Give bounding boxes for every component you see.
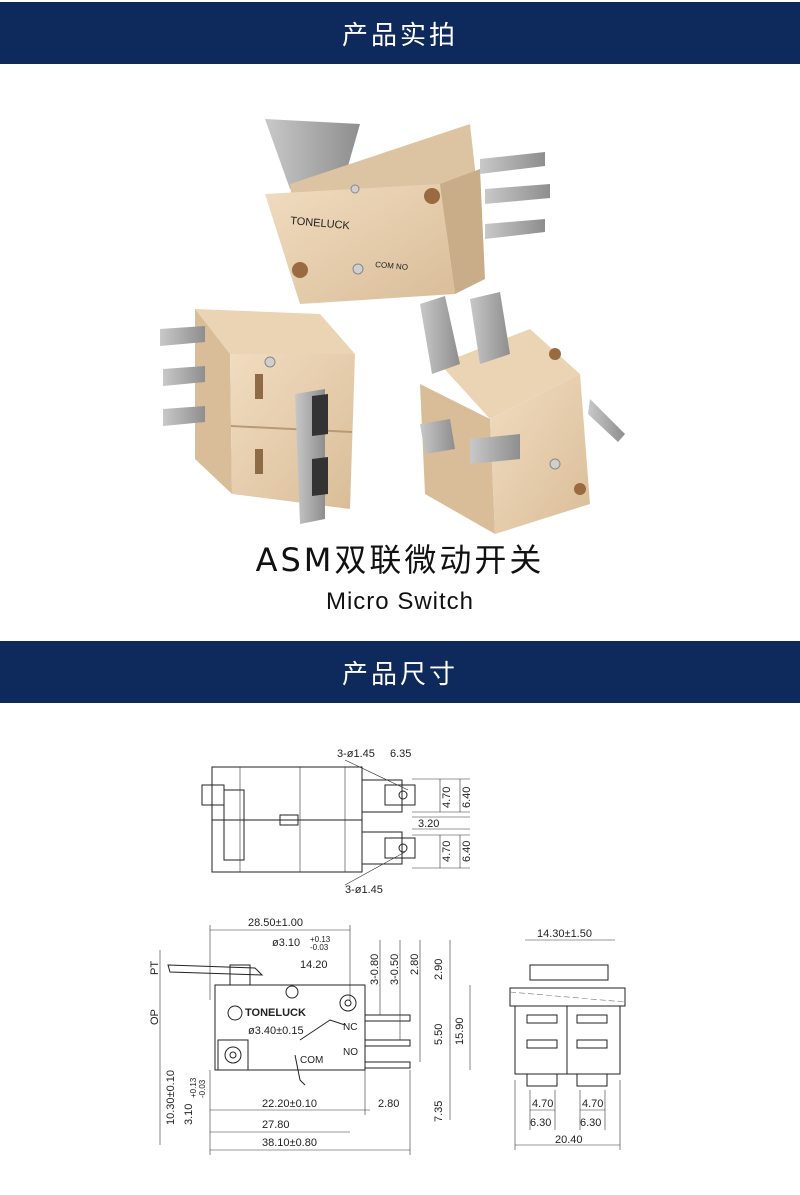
product-photo: TONELUCK COM NO xyxy=(160,119,625,534)
dim-top-gap: 3.20 xyxy=(418,818,439,830)
photo-terminal-text: COM NO xyxy=(375,260,409,272)
dim-top-w4: 6.40 xyxy=(461,841,473,862)
hole-a-tol-dn: -0.03 xyxy=(310,943,329,952)
op-label: OP xyxy=(149,1009,161,1025)
top-view-drawing: 3-ø1.45 6.35 4.70 6.40 3.20 4.70 6.40 3-… xyxy=(201,748,473,896)
photo-section-title: 产品实拍 xyxy=(341,20,458,51)
dim-10-30: 10.30±0.10 xyxy=(165,1070,177,1125)
product-title: ASM双联微动开关 xyxy=(255,541,545,579)
switch-left-image xyxy=(160,309,355,524)
photo-brand-text: TONELUCK xyxy=(290,215,351,232)
hole-a-label: ø3.10 xyxy=(272,937,300,949)
front-brand-text: TONELUCK xyxy=(245,1007,306,1019)
dim-5-50: 5.50 xyxy=(433,1024,445,1045)
dim-27-80: 27.80 xyxy=(262,1119,290,1131)
side-view-drawing: 14.30±1.50 4.70 4.70 6.30 6.30 20.40 xyxy=(509,928,626,1150)
dim-side-20-40: 20.40 xyxy=(555,1134,583,1146)
dimension-drawing: 3-ø1.45 6.35 4.70 6.40 3.20 4.70 6.40 3-… xyxy=(149,748,626,1155)
dim-3-10-tol-up: +0.13 xyxy=(189,1077,198,1098)
dim-14-30: 14.30±1.50 xyxy=(537,928,592,940)
dim-side-6-30b: 6.30 xyxy=(580,1117,601,1129)
dimension-section-header: 产品尺寸 xyxy=(0,641,800,703)
product-subtitle: Micro Switch xyxy=(325,588,475,615)
dim-3-0-50: 3-0.50 xyxy=(389,954,401,985)
terminal-no-label: NO xyxy=(343,1047,358,1058)
dim-38-10: 38.10±0.80 xyxy=(262,1137,317,1149)
hole-b-label: ø3.40±0.15 xyxy=(248,1025,304,1037)
hole-a-tol-up: +0.13 xyxy=(310,935,331,944)
dim-top-w3: 4.70 xyxy=(441,841,453,862)
dim-top-w1: 4.70 xyxy=(441,787,453,808)
dim-2-90: 2.90 xyxy=(433,959,445,980)
dimension-section-title: 产品尺寸 xyxy=(341,659,458,690)
bottom-hole-label: 3-ø1.45 xyxy=(345,884,383,896)
dim-top-w2: 6.40 xyxy=(461,787,473,808)
pt-label: PT xyxy=(149,961,161,975)
dim-14-20: 14.20 xyxy=(300,959,328,971)
dim-22-20: 22.20±0.10 xyxy=(262,1098,317,1110)
front-view-drawing: 28.50±1.00 ø3.10 +0.13 -0.03 14.20 TONEL… xyxy=(149,917,471,1155)
dim-length: 28.50±1.00 xyxy=(248,917,303,929)
top-hole-label: 3-ø1.45 xyxy=(337,748,375,760)
dim-3-0-80: 3-0.80 xyxy=(369,954,381,985)
dim-2-80-top: 2.80 xyxy=(409,954,421,975)
dim-15-90: 15.90 xyxy=(454,1017,466,1045)
switch-top-image: TONELUCK COM NO xyxy=(265,119,550,304)
switch-right-image xyxy=(420,292,625,534)
dim-3-10-tol-dn: -0.03 xyxy=(198,1079,207,1098)
dim-2-80-bottom: 2.80 xyxy=(378,1098,399,1110)
dim-7-35: 7.35 xyxy=(433,1101,445,1122)
terminal-nc-label: NC xyxy=(343,1022,357,1033)
photo-section-header: 产品实拍 xyxy=(0,2,800,64)
dim-side-6-30a: 6.30 xyxy=(530,1117,551,1129)
terminal-offset-label: 6.35 xyxy=(390,748,411,760)
dim-side-4-70b: 4.70 xyxy=(582,1098,603,1110)
terminal-com-label: COM xyxy=(300,1055,323,1066)
dim-side-4-70a: 4.70 xyxy=(532,1098,553,1110)
dim-3-10: 3.10 xyxy=(183,1104,195,1125)
